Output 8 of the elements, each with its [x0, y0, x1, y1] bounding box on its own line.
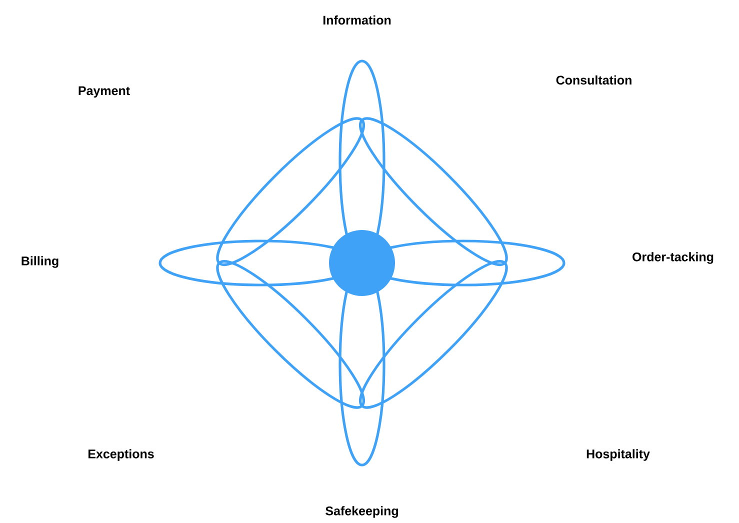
petal-label: Hospitality — [586, 449, 650, 461]
petal-label: Order-tacking — [632, 252, 714, 264]
petal-label: Payment — [78, 86, 130, 98]
petal-label: Consultation — [556, 75, 632, 85]
petal-label: Billing — [22, 256, 58, 268]
petal-label: Exceptions — [88, 449, 154, 461]
petal-label: Information — [323, 15, 391, 25]
petal-label: Safekeeping — [326, 506, 398, 518]
